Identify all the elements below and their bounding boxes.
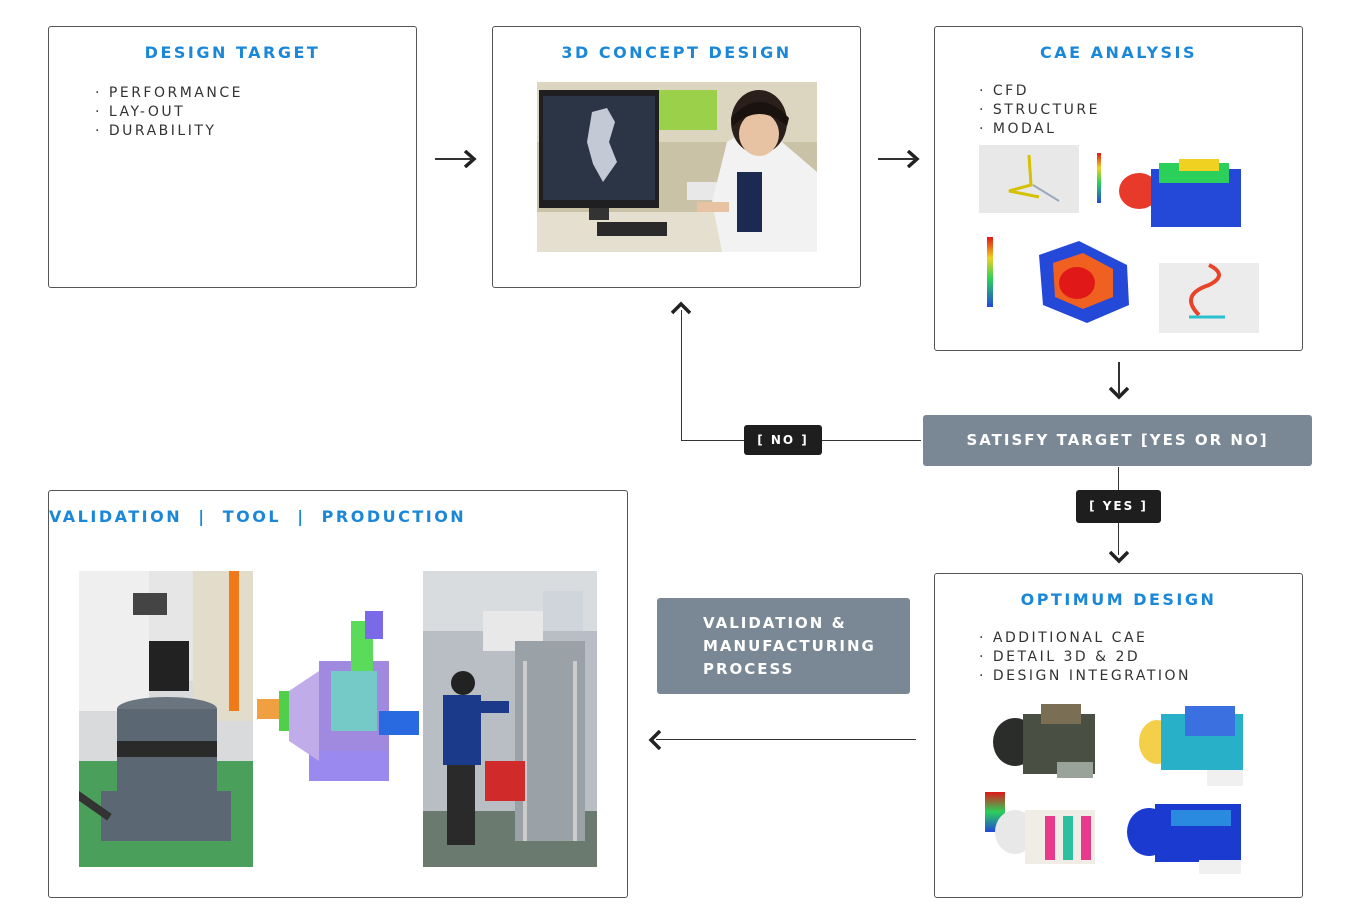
durability-test-rig-photo <box>79 571 253 867</box>
arrow-line <box>1118 362 1120 394</box>
cae-analysis-list: CFD STRUCTURE MODAL <box>979 82 1100 139</box>
list-item: DURABILITY <box>95 122 243 141</box>
design-target-box: DESIGN TARGET PERFORMANCE LAY-OUT DURABI… <box>48 26 417 288</box>
decision-label: SATISFY TARGET [YES OR NO] <box>966 431 1269 449</box>
arrow-line <box>878 158 914 160</box>
list-item: DESIGN INTEGRATION <box>979 667 1191 686</box>
no-path-line <box>681 310 682 441</box>
optimum-design-list: ADDITIONAL CAE DETAIL 3D & 2D DESIGN INT… <box>979 629 1191 686</box>
optimum-design-box: OPTIMUM DESIGN ADDITIONAL CAE DETAIL 3D … <box>934 573 1303 898</box>
design-target-title: DESIGN TARGET <box>144 43 321 62</box>
yes-path-line <box>1118 523 1119 555</box>
satisfy-target-decision: SATISFY TARGET [YES OR NO] <box>923 415 1312 466</box>
list-item: DETAIL 3D & 2D <box>979 648 1191 667</box>
optimum-design-title: OPTIMUM DESIGN <box>1020 590 1217 609</box>
arrow-line <box>435 158 471 160</box>
chevron-right-icon <box>906 150 920 168</box>
validation-title: VALIDATION | TOOL | PRODUCTION <box>49 507 467 526</box>
design-target-list: PERFORMANCE LAY-OUT DURABILITY <box>95 84 243 141</box>
concept-design-title: 3D CONCEPT DESIGN <box>561 43 792 62</box>
chevron-right-icon <box>463 150 477 168</box>
validation-tool-production-box: VALIDATION | TOOL | PRODUCTION <box>48 490 628 898</box>
cae-result-images <box>979 145 1263 335</box>
validation-manufacturing-process: VALIDATION & MANUFACTURING PROCESS <box>657 598 910 694</box>
production-line-photo <box>423 571 597 867</box>
list-item: STRUCTURE <box>979 101 1100 120</box>
optimum-design-images <box>985 692 1265 887</box>
list-item: MODAL <box>979 120 1100 139</box>
no-path-line <box>681 440 745 441</box>
arrow-line <box>656 739 916 740</box>
process-line: PROCESS <box>703 660 795 678</box>
cae-analysis-box: CAE ANALYSIS CFD STRUCTURE MODAL <box>934 26 1303 351</box>
yes-label: [ YES ] <box>1076 490 1161 523</box>
chevron-left-icon <box>648 730 662 750</box>
process-line: MANUFACTURING <box>703 637 876 655</box>
chevron-down-icon <box>1109 550 1129 564</box>
tool-assembly-render <box>249 611 429 801</box>
list-item: CFD <box>979 82 1100 101</box>
chevron-up-icon <box>671 301 691 315</box>
cae-analysis-title: CAE ANALYSIS <box>1039 43 1198 62</box>
concept-design-box: 3D CONCEPT DESIGN <box>492 26 861 288</box>
process-line: VALIDATION & <box>703 614 847 632</box>
chevron-down-icon <box>1109 386 1129 400</box>
list-item: PERFORMANCE <box>95 84 243 103</box>
list-item: ADDITIONAL CAE <box>979 629 1191 648</box>
list-item: LAY-OUT <box>95 103 243 122</box>
no-path-line <box>821 440 921 441</box>
engineer-at-workstation-photo <box>537 82 817 252</box>
yes-path-line <box>1118 467 1119 491</box>
no-label: [ NO ] <box>744 425 822 455</box>
